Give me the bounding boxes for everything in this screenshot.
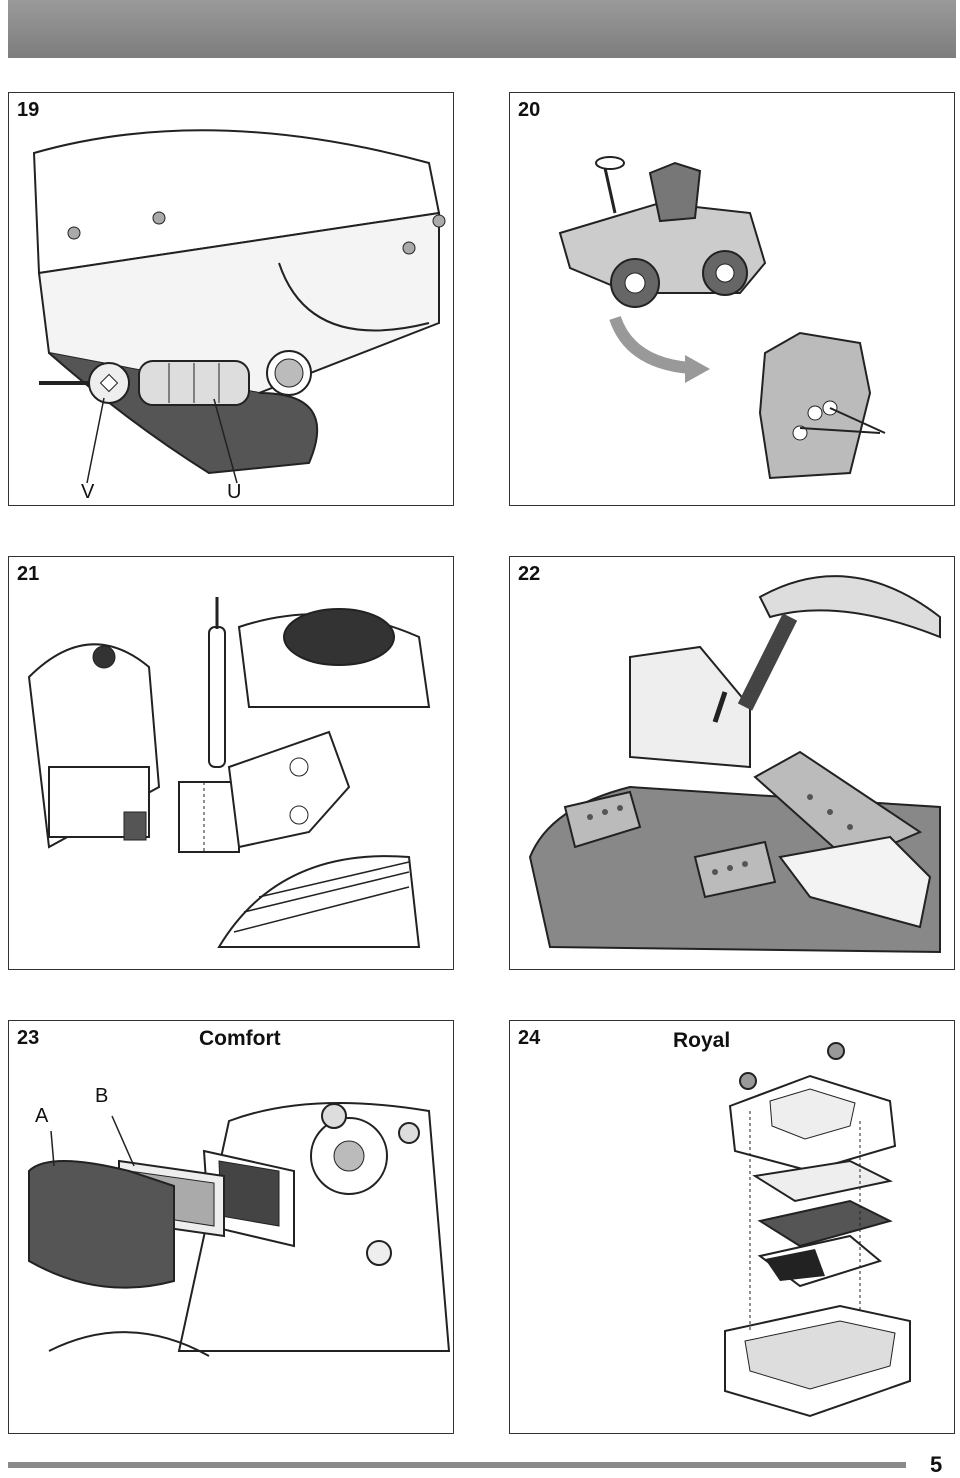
figure-22-panel: 22 xyxy=(509,556,955,970)
air-filter-comfort-illustration xyxy=(28,1102,451,1357)
figure-number: 23 xyxy=(17,1027,40,1049)
callout-label-a: A xyxy=(35,1105,49,1127)
figure-number: 20 xyxy=(518,99,541,121)
figure-number: 21 xyxy=(17,563,40,585)
callout-label-u: U xyxy=(227,481,242,503)
air-filter-royal-illustration xyxy=(724,1042,911,1418)
callout-label-v: V xyxy=(81,481,95,503)
figure-19-panel: 19 V U xyxy=(8,92,454,506)
oil-dipstick-illustration xyxy=(27,597,431,948)
figure-23-panel: 23 Comfort A B xyxy=(8,1020,454,1434)
figure-number: 19 xyxy=(17,99,40,121)
page-number: 5 xyxy=(930,1452,943,1477)
footer-bar xyxy=(8,1462,906,1468)
figure-24-panel: 24 Royal xyxy=(509,1020,955,1434)
pedals-illustration xyxy=(528,575,941,954)
figure-21-panel: 21 xyxy=(8,556,454,970)
mower-transmission-illustration xyxy=(558,156,886,480)
oil-filter-illustration xyxy=(32,129,446,484)
header-bar xyxy=(8,0,956,58)
figure-number: 24 xyxy=(518,1027,541,1049)
figure-title: Royal xyxy=(673,1029,731,1052)
callout-label-b: B xyxy=(95,1085,109,1107)
figure-title: Comfort xyxy=(199,1027,281,1050)
figure-number: 22 xyxy=(518,563,541,585)
figure-20-panel: 20 xyxy=(509,92,955,506)
